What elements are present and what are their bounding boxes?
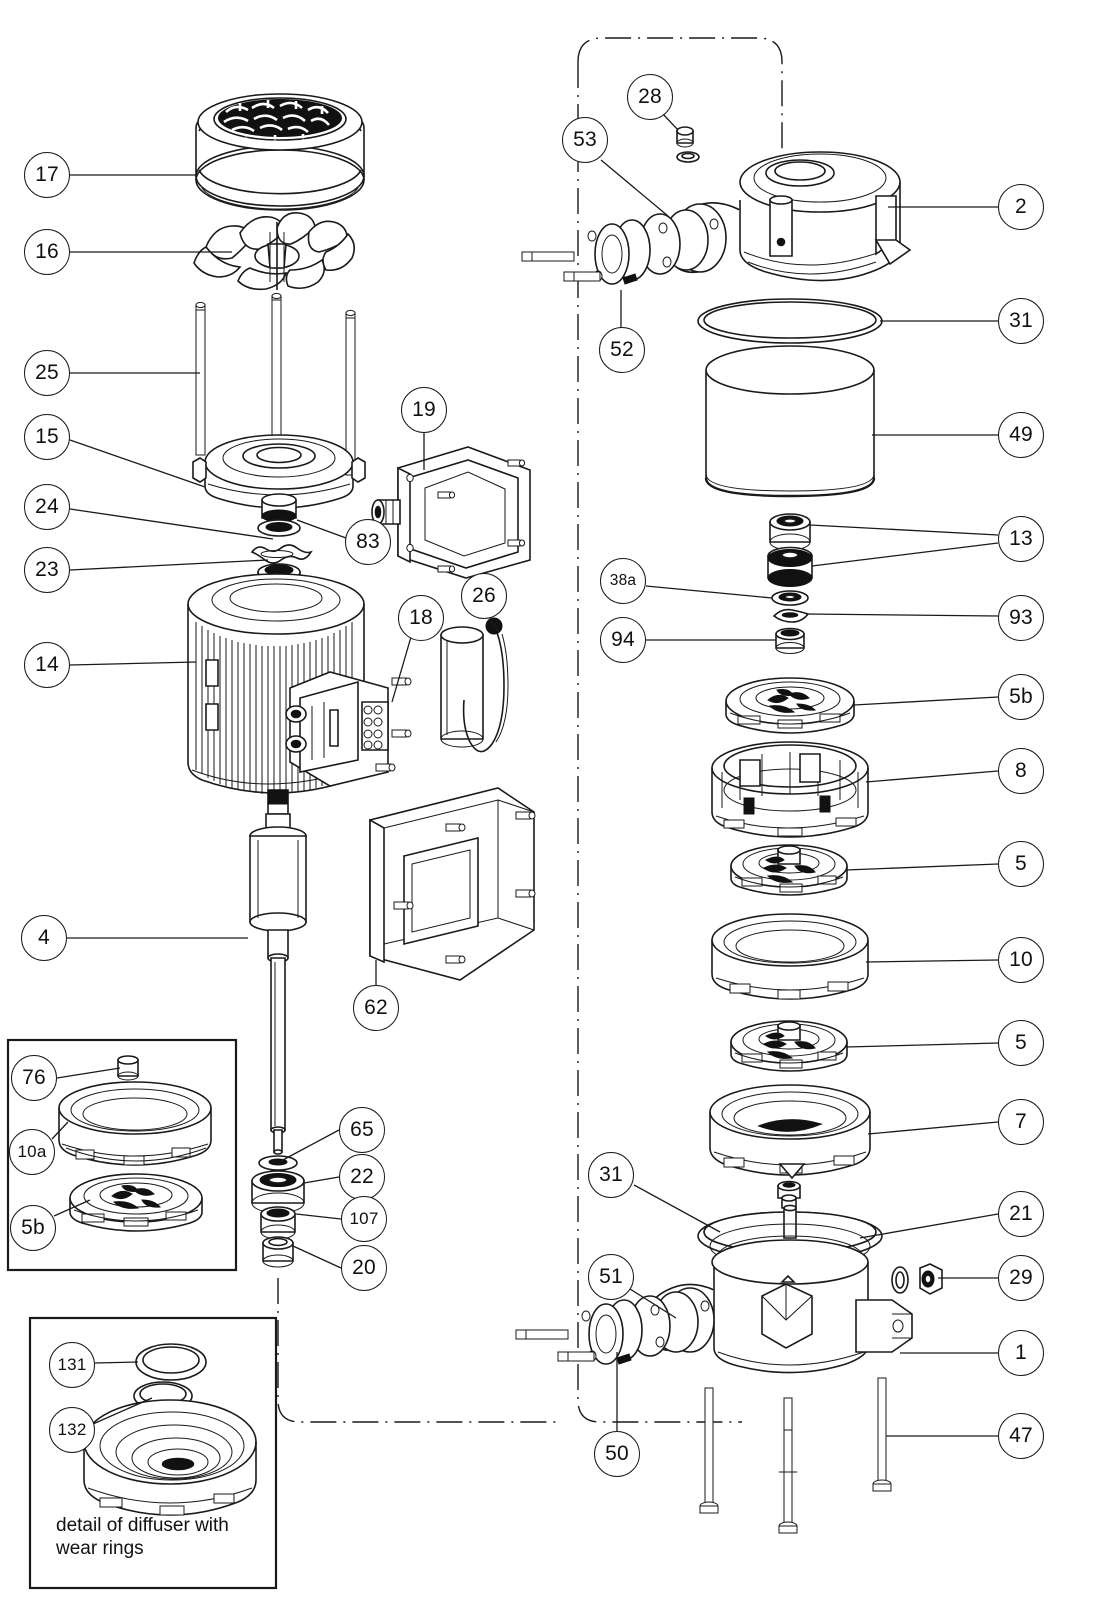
callout-24[interactable]: 24 — [24, 484, 70, 530]
part-4-rotor-shaft — [249, 789, 307, 1155]
part-94-nut — [775, 627, 805, 654]
callout-26[interactable]: 26 — [461, 573, 507, 619]
callout-13[interactable]: 13 — [998, 516, 1044, 562]
callout-31-upper[interactable]: 31 — [998, 298, 1044, 344]
callout-31-lower[interactable]: 31 — [588, 1152, 634, 1198]
callout-52[interactable]: 52 — [599, 327, 645, 373]
part-14-motor-body — [187, 573, 412, 794]
callout-5-upper[interactable]: 5 — [998, 841, 1044, 887]
part-top-nut — [777, 1180, 801, 1209]
callout-94[interactable]: 94 — [600, 617, 646, 663]
callout-29[interactable]: 29 — [998, 1255, 1044, 1301]
callout-7[interactable]: 7 — [998, 1099, 1044, 1145]
callout-65[interactable]: 65 — [339, 1107, 385, 1153]
part-13-bearing-upper — [769, 513, 811, 551]
callout-17[interactable]: 17 — [24, 152, 70, 198]
callout-1[interactable]: 1 — [998, 1330, 1044, 1376]
callout-93[interactable]: 93 — [998, 595, 1044, 641]
part-20-bushing — [262, 1236, 294, 1268]
part-7-diffuser-bowl — [709, 1084, 871, 1180]
callout-53[interactable]: 53 — [562, 117, 608, 163]
callout-50[interactable]: 50 — [594, 1431, 640, 1477]
part-49-sleeve — [704, 345, 876, 498]
callout-18[interactable]: 18 — [398, 595, 444, 641]
part-93-lock-washer — [772, 608, 810, 623]
callout-25[interactable]: 25 — [24, 350, 70, 396]
callout-10[interactable]: 10 — [998, 937, 1044, 983]
part-131-wear-ring — [135, 1343, 207, 1381]
callout-47[interactable]: 47 — [998, 1413, 1044, 1459]
callout-2[interactable]: 2 — [998, 184, 1044, 230]
callout-16[interactable]: 16 — [24, 229, 70, 275]
part-16-cooling-fan — [193, 211, 356, 291]
part-65-washer — [258, 1155, 298, 1171]
callout-5b[interactable]: 5b — [998, 674, 1044, 720]
callout-28[interactable]: 28 — [627, 74, 673, 120]
callout-62[interactable]: 62 — [353, 985, 399, 1031]
callout-132[interactable]: 132 — [49, 1407, 95, 1453]
part-diffuser-body — [83, 1399, 257, 1516]
part-10a-bowl — [58, 1081, 212, 1166]
callout-8[interactable]: 8 — [998, 748, 1044, 794]
part-24-wave-washer — [250, 544, 313, 564]
diffuser-detail-caption: detail of diffuser with wear rings — [56, 1515, 229, 1559]
callout-10a[interactable]: 10a — [9, 1129, 55, 1175]
part-29-plug — [891, 1263, 943, 1295]
callout-21[interactable]: 21 — [998, 1191, 1044, 1237]
callout-14[interactable]: 14 — [24, 642, 70, 688]
part-31-oring-upper — [697, 298, 883, 344]
callout-15[interactable]: 15 — [24, 414, 70, 460]
part-47-tie-bolts — [699, 1377, 892, 1534]
part-76-plug — [117, 1055, 139, 1081]
callout-38a[interactable]: 38a — [600, 558, 646, 604]
part-5b-impeller-right — [725, 677, 855, 734]
part-8-diffuser-cage — [711, 741, 869, 838]
callout-51[interactable]: 51 — [588, 1254, 634, 1300]
part-15-end-bracket — [192, 434, 366, 537]
part-2-upper-casing — [521, 151, 912, 285]
part-5-impeller-lower — [730, 1020, 848, 1072]
callout-107[interactable]: 107 — [341, 1196, 387, 1242]
callout-131[interactable]: 131 — [49, 1342, 95, 1388]
part-17-fan-cover — [195, 93, 365, 211]
callout-19[interactable]: 19 — [401, 387, 447, 433]
callout-5b-detail[interactable]: 5b — [10, 1205, 56, 1251]
part-26-capacitor — [440, 617, 509, 753]
part-5b-impeller — [69, 1173, 203, 1232]
callout-83[interactable]: 83 — [345, 519, 391, 565]
part-62-support-bracket — [369, 787, 536, 981]
part-5-impeller-upper — [730, 844, 848, 896]
part-38a-washer — [771, 590, 809, 606]
callout-4[interactable]: 4 — [21, 915, 67, 961]
callout-49[interactable]: 49 — [998, 412, 1044, 458]
part-28-plug — [676, 126, 700, 163]
part-22-bearing — [251, 1170, 305, 1214]
callout-76[interactable]: 76 — [11, 1055, 57, 1101]
callout-5-lower[interactable]: 5 — [998, 1020, 1044, 1066]
callout-20[interactable]: 20 — [341, 1245, 387, 1291]
part-10-bowl-right — [711, 913, 869, 1000]
part-107-seal — [260, 1206, 296, 1240]
part-1-lower-casing — [515, 1239, 913, 1374]
callout-22[interactable]: 22 — [339, 1154, 385, 1200]
part-19-terminal-cover — [371, 446, 531, 579]
part-13-bearing-lower — [767, 546, 813, 587]
callout-23[interactable]: 23 — [24, 547, 70, 593]
leader-lines — [51, 112, 999, 1437]
